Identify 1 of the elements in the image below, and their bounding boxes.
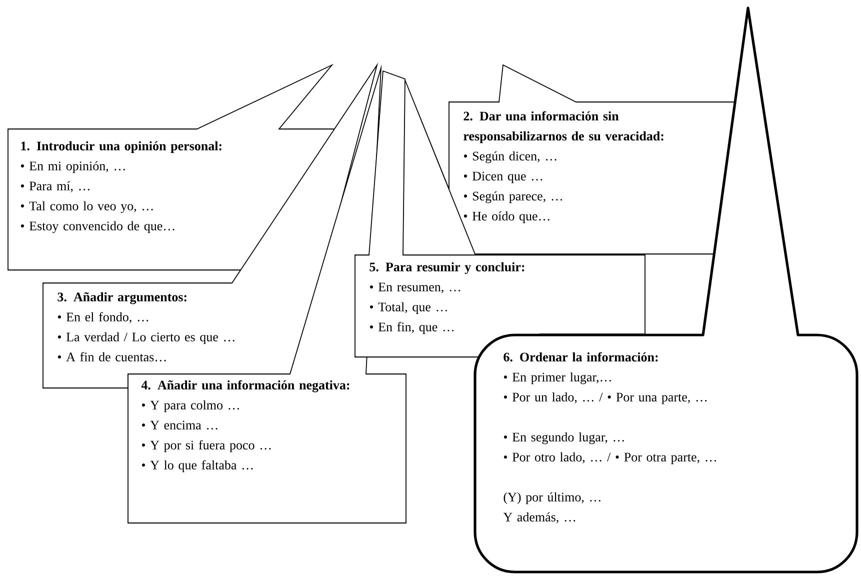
speech-bubble: 2. Dar una información sin responsabilizarnos de su veracidad: • Según dicen, … • Dicen que … • Según parece, … • He oído que… [404, 64, 740, 254]
